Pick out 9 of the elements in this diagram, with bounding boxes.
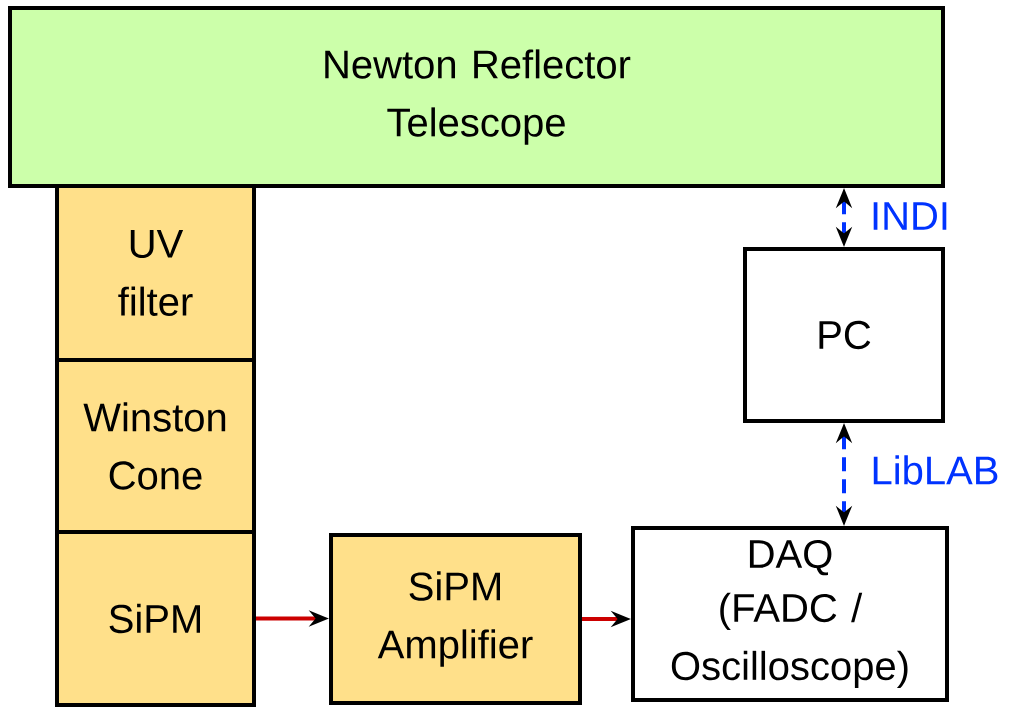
process-box: SiPM xyxy=(55,530,256,707)
process-box: PC xyxy=(743,247,945,423)
process-box: Winston Cone xyxy=(55,358,256,534)
edge-label: LibLAB xyxy=(869,454,1001,486)
process-box: SiPM Amplifier xyxy=(329,533,582,705)
process-box: UV filter xyxy=(55,184,256,362)
process-box: Newton Reflector Telescope xyxy=(8,6,945,188)
process-box: DAQ (FADC / Oscilloscope) xyxy=(631,526,949,702)
edge-label: INDI xyxy=(869,201,951,231)
